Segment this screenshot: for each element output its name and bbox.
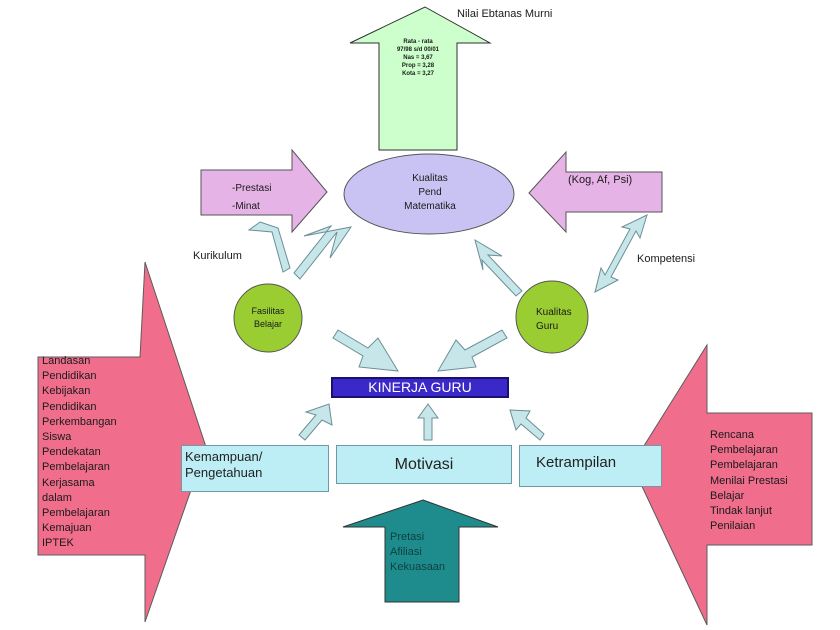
bottom-arrow-line: Pretasi — [390, 531, 425, 543]
left-arrow-item: Pendidikan — [42, 370, 97, 383]
top-arrow-line: Nas = 3,67 — [403, 55, 433, 61]
arrow-fasilitas-to-kurikulum — [247, 221, 291, 273]
kualitas-label: Kualitas Pend Matematika — [370, 172, 490, 214]
bottom-teal-arrow — [342, 499, 499, 603]
top-arrow-stats: Rata - rata 97/98 s/d 00/01 Nas = 3,67 P… — [379, 38, 457, 78]
left-arrow-item: Pembelajaran — [42, 507, 110, 520]
arrow-fasilitas-to-kualitas — [293, 224, 353, 280]
top-arrow-title: Nilai Ebtanas Murni — [457, 8, 553, 20]
fasilitas-circle — [233, 283, 303, 353]
left-arrow-item: Landasan — [42, 355, 91, 367]
left-arrow-item: Siswa — [42, 431, 72, 444]
top-arrow-line: Prop = 3,28 — [401, 63, 435, 69]
left-arrow-item: Kemajuan — [42, 522, 92, 535]
kemampuan-box: Kemampuan/ Pengetahuan — [181, 445, 329, 492]
right-arrow-item: Rencana — [710, 429, 755, 441]
left-arrow-item: IPTEK — [42, 537, 74, 550]
right-arrow-list: Rencana Pembelajaran Pembelajaran Menila… — [710, 428, 788, 534]
kurikulum-label: Kurikulum — [193, 250, 242, 262]
left-pink-arrow — [37, 261, 207, 623]
bottom-arrow-line: Afiliasi — [390, 546, 422, 558]
arrow-kualitasguru-to-kualitas — [474, 238, 523, 297]
arrow-kompetensi-double — [594, 214, 648, 293]
kompetensi-label: Kompetensi — [637, 253, 696, 265]
outcome-minat: -Minat — [232, 201, 260, 212]
kualitas-line: Matematika — [404, 201, 456, 212]
top-arrow-line: 97/98 s/d 00/01 — [396, 47, 440, 53]
outcome-prestasi: -Prestasi — [232, 183, 272, 194]
arrow-kemampuan-to-kinerja — [298, 403, 333, 441]
right-arrow-item: Menilai Prestasi — [710, 474, 788, 487]
fasilitas-line: Fasilitas — [251, 306, 285, 316]
left-arrow-item: Kebijakan — [42, 385, 91, 398]
kualitas-guru-circle — [515, 280, 589, 354]
left-arrow-item: Kerjasama — [42, 476, 95, 489]
left-arrow-list: Landasan Pendidikan Kebijakan Pendidikan… — [42, 354, 117, 552]
kualitas-guru-line: Kualitas — [536, 307, 572, 318]
left-arrow-item: Pembelajaran — [42, 461, 110, 474]
right-arrow-item: Pembelajaran — [710, 444, 778, 457]
kualitas-guru-label: Kualitas Guru — [536, 306, 572, 334]
arrow-motivasi-to-kinerja — [417, 403, 439, 441]
bottom-arrow-line: Kekuasaan — [390, 561, 446, 573]
kinerja-guru-box: KINERJA GURU — [331, 377, 509, 398]
connector-arrows — [247, 214, 648, 441]
kualitas-ellipse — [343, 153, 515, 235]
left-arrow-item: dalam — [42, 491, 72, 504]
kualitas-guru-line: Guru — [536, 321, 559, 332]
ketrampilan-label: Ketrampilan — [536, 454, 617, 471]
motivasi-box: Motivasi — [336, 445, 512, 484]
left-arrow-item: Perkembangan — [42, 415, 117, 428]
right-arrow-item: Tindak lanjut — [710, 505, 772, 518]
left-arrow-item: Pendidikan — [42, 400, 97, 413]
bottom-arrow-label: Pretasi Afiliasi Kekuasaan — [390, 530, 445, 575]
motivasi-label: Motivasi — [394, 456, 454, 473]
ketrampilan-box: Ketrampilan — [519, 445, 662, 487]
fasilitas-label: Fasilitas Belajar — [234, 305, 302, 331]
left-lavender-arrow — [200, 148, 328, 234]
left-arrow-item: Pendekatan — [42, 446, 101, 459]
arrow-kualitasguru-to-kinerja — [437, 329, 508, 372]
arrow-ketrampilan-to-kinerja — [509, 409, 545, 441]
kemampuan-line: Pengetahuan — [185, 465, 263, 480]
kualitas-line: Kualitas — [412, 173, 448, 184]
arrow-fasilitas-to-kinerja — [332, 329, 399, 372]
kualitas-line: Pend — [418, 187, 442, 198]
right-arrow-item: Belajar — [710, 489, 745, 502]
right-outcome-label: (Kog, Af, Psi) — [568, 174, 633, 186]
right-arrow-item: Penilaian — [710, 520, 756, 533]
top-arrow-line: Rata - rata — [403, 39, 433, 45]
fasilitas-line: Belajar — [253, 319, 282, 329]
top-arrow-line: Kota = 3,27 — [402, 71, 434, 77]
right-pink-arrow — [631, 343, 813, 626]
left-outcome-label: -Prestasi -Minat — [232, 180, 271, 216]
right-lavender-arrow — [528, 150, 663, 234]
right-arrow-item: Pembelajaran — [710, 459, 778, 472]
kemampuan-line: Kemampuan/ — [185, 449, 263, 464]
top-green-arrow — [349, 6, 492, 151]
